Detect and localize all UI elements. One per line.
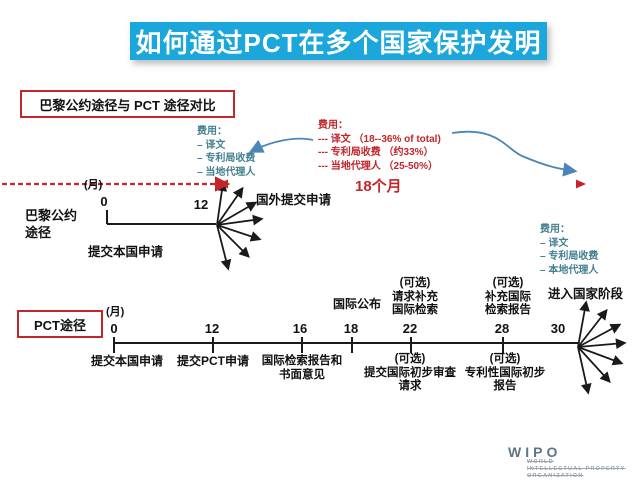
paris-fan-arrows-icon	[216, 180, 264, 271]
page-title: 如何通过PCT在多个国家保护发明	[130, 22, 547, 60]
fees-paris-item: – 专利局收费	[197, 153, 256, 164]
pct-tick-30: 30	[550, 321, 566, 336]
wipo-logo-world: WORLD	[527, 459, 554, 465]
months-18-arrow-left-head	[218, 179, 228, 189]
fee-curve-right-arrow-icon	[451, 130, 578, 177]
fees-paris-item: – 当地代理人	[197, 166, 256, 178]
fees-paris-block: 费用： – 译文 – 专利局收费 – 当地代理人	[197, 125, 255, 179]
paris-file-home-label: 提交本国申请	[88, 245, 164, 259]
wipo-logo-intellectual-property: INTELLECTUAL PROPERTY	[527, 466, 626, 472]
pct-tick-28: 28	[494, 321, 510, 336]
paris-tick-12: 12	[193, 197, 209, 212]
pct-tick-12: 12	[204, 321, 220, 336]
paris-tick-0: 0	[100, 194, 108, 209]
months-18-label: 18个月	[352, 175, 405, 196]
pct-tick-0: 0	[110, 321, 118, 336]
wipo-logo-organization: ORGANIZATION	[527, 473, 584, 479]
paris-axis-unit: (月)	[84, 179, 103, 191]
fees-center-block: 费用： --- 译文 （18--36% of total) --- 专利局收费 …	[318, 119, 441, 173]
pct-search-report-label: 国际检索报告和 书面意见	[261, 355, 343, 381]
fees-pct-item: – 本地代理人	[540, 264, 599, 276]
pct-tick-18: 18	[343, 321, 359, 336]
comparison-title-box: 巴黎公约途径与 PCT 途径对比	[20, 90, 235, 118]
fees-pct-item: – 专利局收费	[540, 251, 599, 262]
pct-timeline	[113, 337, 578, 353]
pct-file-pct-label: 提交PCT申请	[176, 354, 250, 368]
pct-axis-unit: (月)	[106, 306, 125, 318]
fees-center-item: --- 译文 （18--36% of total)	[318, 133, 441, 145]
fees-pct-heading: 费用：	[540, 224, 570, 235]
pct-supp-search-report-label: (可选) 补充国际 检索报告	[485, 277, 531, 316]
pct-supp-search-request-label: (可选) 请求补充 国际检索	[392, 277, 438, 316]
paris-file-abroad-label: 国外提交申请	[256, 193, 332, 207]
fees-pct-block: 费用： – 译文 – 专利局收费 – 本地代理人	[540, 223, 598, 277]
pct-fan-arrows-icon	[577, 300, 627, 395]
pct-tick-16: 16	[292, 321, 308, 336]
pct-national-phase-label: 进入国家阶段	[548, 287, 624, 301]
paris-timeline	[106, 210, 216, 225]
pct-route-label-box: PCT途径	[17, 310, 103, 338]
fee-curve-left-arrow-icon	[248, 137, 314, 153]
fees-paris-item: – 译文	[197, 139, 226, 151]
fees-center-heading: 费用：	[318, 120, 348, 131]
pct-publication-label: 国际公布	[332, 297, 382, 311]
fees-center-item: --- 当地代理人 （25-50%）	[318, 160, 439, 172]
paris-route-label: 巴黎公约 途径	[25, 208, 78, 240]
fees-pct-item: – 译文	[540, 237, 569, 249]
pct-tick-22: 22	[402, 321, 418, 336]
fees-paris-heading: 费用：	[197, 126, 227, 137]
months-18-arrow-right-head	[576, 179, 586, 189]
fees-center-item: --- 专利局收费 （约33%）	[318, 147, 434, 158]
pct-file-home-label: 提交本国申请	[90, 354, 164, 368]
pct-prelim-report-label: (可选) 专利性国际初步 报告	[464, 353, 546, 392]
wipo-logo: WIPO	[508, 444, 562, 460]
pct-prelim-exam-request-label: (可选) 提交国际初步审查 请求	[364, 353, 456, 392]
